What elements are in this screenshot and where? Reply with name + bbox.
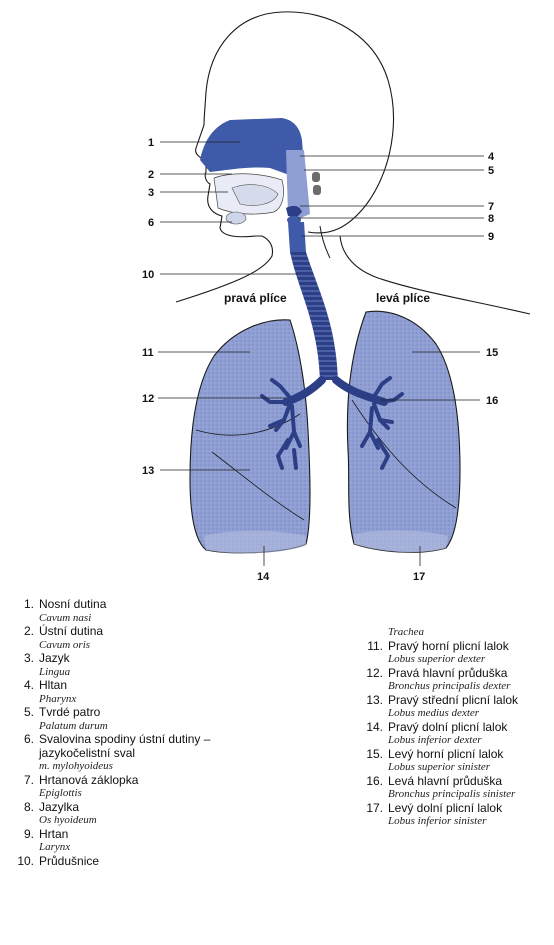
neck-back-outline xyxy=(320,226,330,258)
legend-item-3: 3.JazykLingua xyxy=(8,652,278,679)
label-14: 14 xyxy=(257,571,270,583)
label-10: 10 xyxy=(142,269,154,281)
legend-item-10-latin: Trachea xyxy=(357,626,554,640)
label-17: 17 xyxy=(413,571,425,583)
shoulder-right-outline xyxy=(340,236,530,314)
legend-item-14: 14.Pravý dolní plicní lalokLobus inferio… xyxy=(357,721,554,748)
label-16: 16 xyxy=(486,395,498,407)
left-lung-base-shade xyxy=(354,530,448,552)
label-13: 13 xyxy=(142,465,154,477)
label-1: 1 xyxy=(148,137,154,149)
label-4: 4 xyxy=(488,151,495,163)
legend-item-2: 2.Ústní dutinaCavum oris xyxy=(8,625,278,652)
respiratory-diagram: 1 2 3 6 4 5 7 8 9 10 11 12 13 14 15 16 1… xyxy=(0,0,554,590)
label-3: 3 xyxy=(148,187,154,199)
legend-left: 1.Nosní dutinaCavum nasi 2.Ústní dutinaC… xyxy=(8,598,278,868)
label-9: 9 xyxy=(488,231,494,243)
vertebra-2 xyxy=(313,185,321,195)
label-8: 8 xyxy=(488,213,494,225)
label-2: 2 xyxy=(148,169,154,181)
legend-item-6: 6.Svalovina spodiny ústní dutiny –jazyko… xyxy=(8,733,278,774)
legend-item-10: 10.Průdušnice xyxy=(8,855,278,869)
left-lung-label: levá plíce xyxy=(376,291,430,305)
legend-item-17: 17.Levý dolní plicní lalokLobus inferior… xyxy=(357,802,554,829)
legend-item-12: 12.Pravá hlavní průduškaBronchus princip… xyxy=(357,667,554,694)
label-6: 6 xyxy=(148,217,154,229)
legend-item-11: 11.Pravý horní plicní lalokLobus superio… xyxy=(357,640,554,667)
legend-item-4: 4.HltanPharynx xyxy=(8,679,278,706)
label-15: 15 xyxy=(486,347,498,359)
larynx xyxy=(288,222,306,252)
legend-item-9: 9.HrtanLarynx xyxy=(8,828,278,855)
label-12: 12 xyxy=(142,393,154,405)
label-5: 5 xyxy=(488,165,494,177)
legend-item-15: 15.Levý horní plicní lalokLobus superior… xyxy=(357,748,554,775)
left-lung xyxy=(347,311,460,552)
legend-item-13: 13.Pravý střední plicní lalokLobus mediu… xyxy=(357,694,554,721)
right-lung-base-shade xyxy=(204,531,306,554)
label-11: 11 xyxy=(142,347,154,359)
legend-item-5: 5.Tvrdé patroPalatum durum xyxy=(8,706,278,733)
label-7: 7 xyxy=(488,201,494,213)
right-lung-label: pravá plíce xyxy=(224,291,287,305)
legend-right: Trachea 11.Pravý horní plicní lalokLobus… xyxy=(357,626,554,829)
legend-item-7: 7.Hrtanová záklopkaEpiglottis xyxy=(8,774,278,801)
legend-item-8: 8.JazylkaOs hyoideum xyxy=(8,801,278,828)
vertebra-1 xyxy=(312,172,320,182)
legend-item-16: 16.Levá hlavní průduškaBronchus principa… xyxy=(357,775,554,802)
legend-item-1: 1.Nosní dutinaCavum nasi xyxy=(8,598,278,625)
